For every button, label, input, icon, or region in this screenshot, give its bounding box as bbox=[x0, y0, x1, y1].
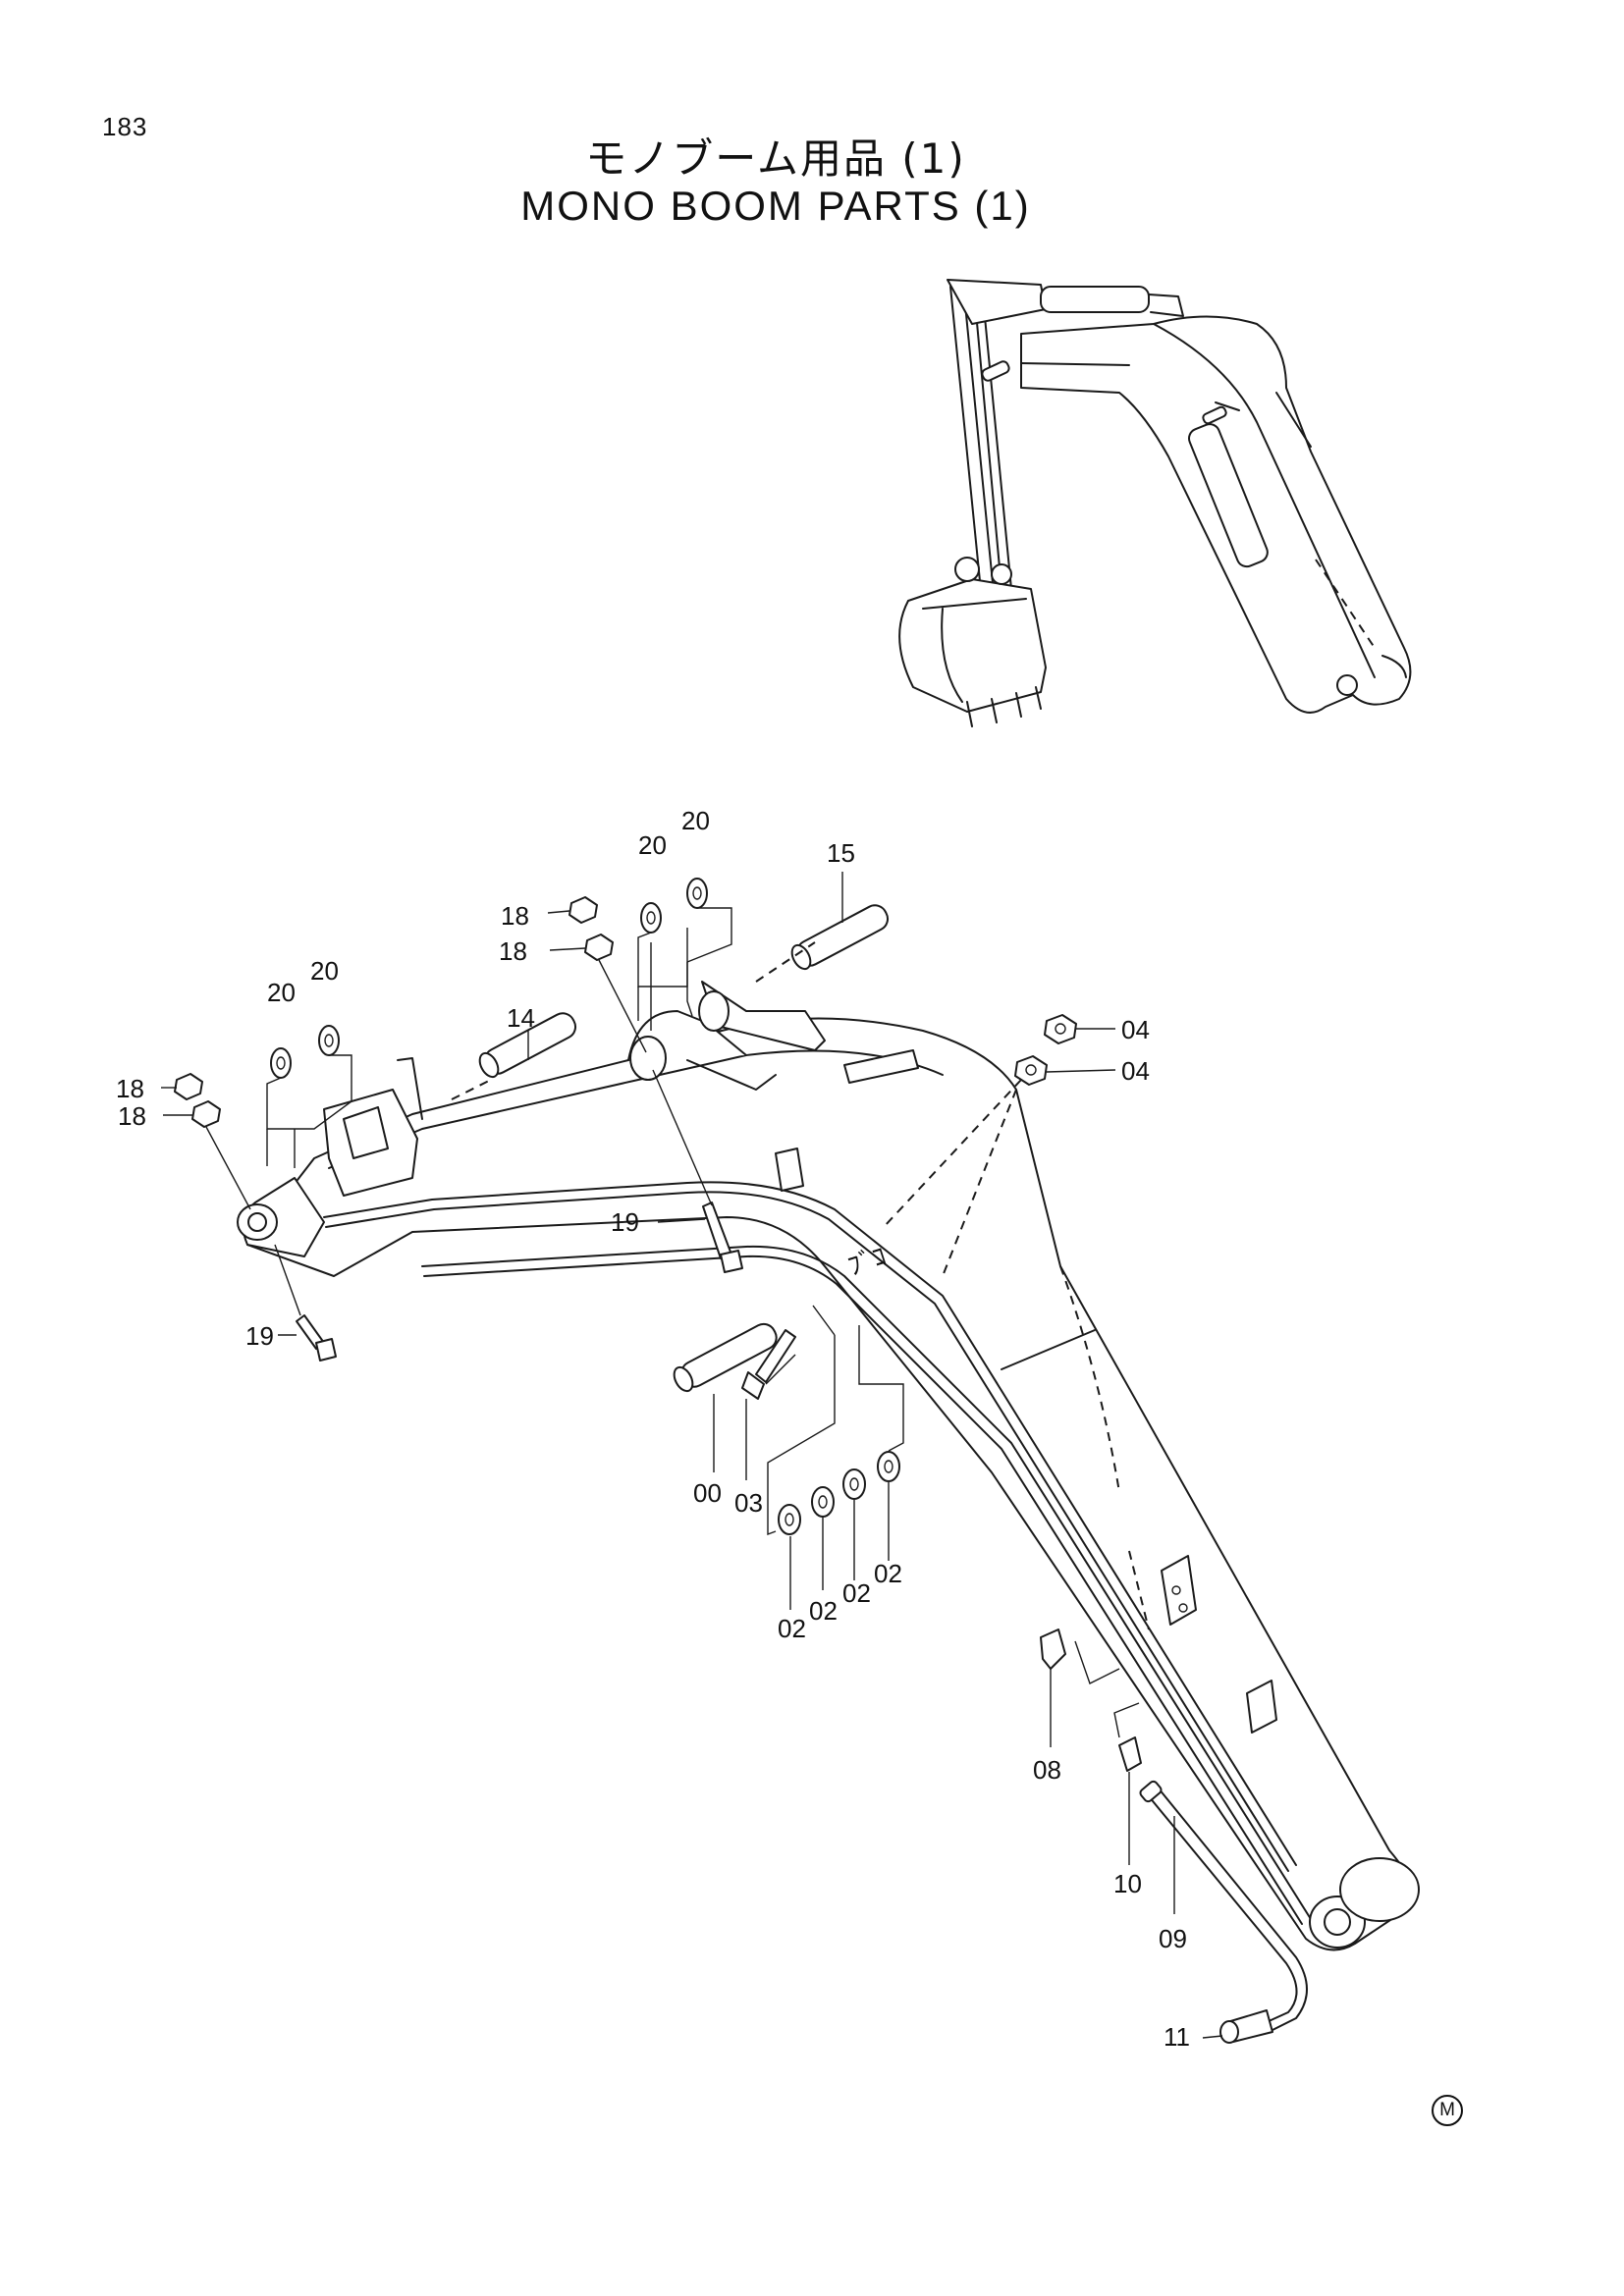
washer-02-a bbox=[778, 1504, 801, 1535]
washer-20-top-b bbox=[686, 878, 708, 909]
washer-02-b bbox=[811, 1486, 835, 1518]
callout-04: 04 bbox=[1121, 1056, 1150, 1086]
bolt-19-upper bbox=[702, 1201, 743, 1273]
callout-09: 09 bbox=[1159, 1924, 1187, 1953]
nut-04-b bbox=[1014, 1055, 1048, 1086]
pin-14 bbox=[478, 1012, 577, 1079]
callout-18: 18 bbox=[118, 1101, 146, 1131]
callout-02: 02 bbox=[874, 1559, 902, 1588]
bolt-19-lower bbox=[296, 1314, 337, 1362]
callout-00: 00 bbox=[693, 1478, 722, 1508]
callout-08: 08 bbox=[1033, 1755, 1061, 1785]
callout-19: 19 bbox=[611, 1207, 639, 1237]
page-number: 183 bbox=[102, 112, 148, 141]
washer-20-left-a bbox=[270, 1047, 292, 1079]
callout-18: 18 bbox=[501, 901, 529, 931]
callout-18: 18 bbox=[499, 936, 527, 966]
nut-18-left-a bbox=[174, 1073, 203, 1100]
grease-fitting-10 bbox=[1118, 1736, 1142, 1772]
callout-10: 10 bbox=[1113, 1869, 1142, 1898]
grease-pipe-09 bbox=[1139, 1780, 1308, 2031]
callout-02: 02 bbox=[809, 1596, 838, 1626]
callout-20: 20 bbox=[267, 978, 296, 1007]
callout-20: 20 bbox=[638, 830, 667, 860]
washer-02-c bbox=[842, 1468, 866, 1500]
leader-lines bbox=[161, 872, 1223, 2039]
bolt-03 bbox=[741, 1329, 796, 1400]
excavator-overview-inset bbox=[898, 279, 1412, 727]
pin-00 bbox=[673, 1322, 778, 1393]
nut-18-left-b bbox=[191, 1100, 221, 1128]
washer-20-left-b bbox=[318, 1025, 340, 1056]
callout-labels: 20 20 20 20 15 14 18 18 18 18 19 19 04 0… bbox=[116, 806, 1190, 2052]
callout-19: 19 bbox=[245, 1321, 274, 1351]
title-english: MONO BOOM PARTS (1) bbox=[520, 183, 1031, 229]
washer-20-top-a bbox=[640, 902, 662, 934]
washer-02-d bbox=[877, 1451, 900, 1482]
callout-15: 15 bbox=[827, 838, 855, 868]
callout-20: 20 bbox=[310, 956, 339, 986]
nut-18-top-a bbox=[568, 896, 598, 924]
callout-03: 03 bbox=[734, 1488, 763, 1518]
elbow-11 bbox=[1219, 2009, 1273, 2044]
nut-04-a bbox=[1044, 1014, 1077, 1044]
grease-fitting-08 bbox=[1040, 1629, 1066, 1670]
callout-11: 11 bbox=[1164, 2022, 1190, 2052]
nut-18-top-b bbox=[584, 934, 614, 961]
callout-18: 18 bbox=[116, 1074, 144, 1103]
pin-15 bbox=[790, 904, 890, 971]
callout-04: 04 bbox=[1121, 1015, 1150, 1044]
title-japanese: モノブーム用品 (1) bbox=[585, 134, 966, 183]
callout-20: 20 bbox=[681, 806, 710, 835]
callout-14: 14 bbox=[507, 1003, 535, 1033]
callout-02: 02 bbox=[842, 1578, 871, 1608]
callout-02: 02 bbox=[778, 1614, 806, 1643]
circled-m-mark: M bbox=[1432, 2095, 1463, 2126]
mono-boom-body: ﾌﾞｺ bbox=[237, 981, 1420, 1951]
